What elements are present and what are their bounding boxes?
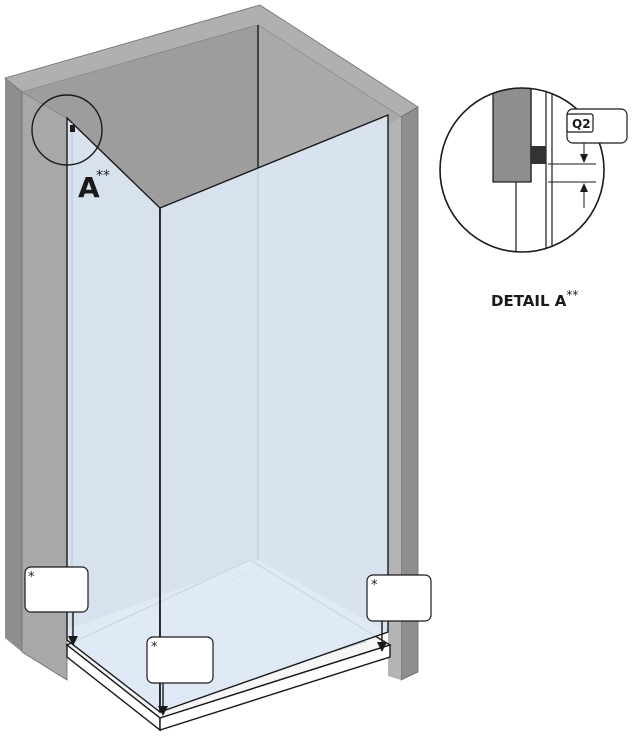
right-wall-inner-strip (388, 117, 401, 680)
seal-marker (70, 125, 75, 132)
detail-letter-note: ** (96, 168, 110, 184)
tolerance-label: Q2 (572, 117, 591, 131)
callout-right-arrowhead (377, 642, 387, 652)
callout-right: * (366, 574, 432, 652)
callout-left-marker: * (28, 570, 35, 585)
callout-left-box[interactable] (24, 566, 89, 613)
detail-circle-marker (31, 94, 103, 166)
callout-right-box[interactable] (366, 574, 432, 622)
detail-view: Q2 (439, 87, 628, 253)
detail-letter: A (78, 171, 100, 204)
dimension-arrowhead-up (580, 183, 588, 192)
detail-seal (531, 146, 546, 164)
detail-view-border (439, 87, 605, 253)
callout-front-marker: * (151, 640, 158, 655)
front-glass-panel (66, 116, 161, 714)
detail-caption: DETAIL A** (491, 288, 578, 310)
glass-panels (66, 113, 389, 714)
side-glass-panel (159, 113, 389, 713)
left-wall-outer (5, 78, 22, 652)
callout-right-marker: * (371, 578, 378, 593)
callout-front: * (146, 636, 214, 716)
callout-front-arrowhead (158, 706, 168, 716)
callout-front-box[interactable] (146, 636, 214, 684)
callout-left-arrowhead (68, 636, 78, 646)
tray-front-right (159, 644, 391, 731)
detail-wall (492, 88, 532, 183)
dimension-arrowhead-down (580, 154, 588, 163)
callout-left: * (24, 566, 89, 646)
detail-marker-group: A ** (31, 94, 110, 204)
tolerance-label-box (566, 113, 594, 133)
left-wall-edge (21, 91, 68, 681)
